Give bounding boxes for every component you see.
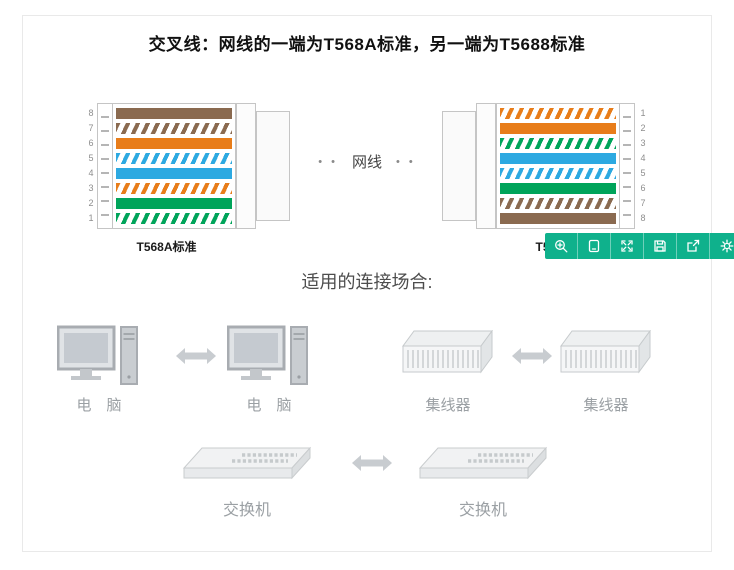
settings-button[interactable] [710,233,734,259]
preview-icon [588,239,600,253]
standard-label-t568a: T568A标准 [136,240,197,254]
contact-tick [623,158,631,160]
switch-icon [418,446,548,480]
section-heading: 适用的连接场合: [301,272,433,292]
wire-white-green [116,213,232,224]
contact-tick [623,116,631,118]
contact-tick [623,200,631,202]
wire-white-blue [500,168,616,179]
rj45-body-left [97,103,236,229]
contact-tick [623,130,631,132]
wire-white-brown [500,198,616,209]
contact-tick [101,186,109,188]
contact-tick [101,158,109,160]
wire-white-blue [116,153,232,164]
wire-white-orange [116,183,232,194]
image-toolbar [545,233,734,259]
pin-number: 6 [88,138,94,148]
rj45-body-right [496,103,635,229]
wire-brown [116,108,232,119]
plug-boot-left [236,103,256,229]
contact-tick [623,144,631,146]
page-title: 交叉线：网线的一端为T568A标准，另一端为T5688标准 [148,35,586,54]
wire-white-green [500,138,616,149]
wire-white-brown [116,123,232,134]
cable-label: • • 网线 • • [292,151,442,172]
pin-number: 7 [640,198,646,208]
contact-tick [623,214,631,216]
label-switch-right: 交换机 [458,502,507,519]
double-arrow-icon [512,348,552,364]
share-icon [687,239,700,252]
switch-icon [182,446,312,480]
hub-icon [402,330,493,373]
contact-tick [623,172,631,174]
pin-number: 8 [640,213,646,223]
label-hub-right: 集线器 [583,397,629,414]
share-button[interactable] [677,233,710,259]
pin-number: 4 [640,153,646,163]
cable-dots-right: • • [396,155,416,168]
contact-tick [623,186,631,188]
wire-white-orange [500,108,616,119]
contact-tick [101,214,109,216]
contact-strip-right [619,104,634,228]
cable-text: 网线 [351,154,382,171]
settings-icon [720,239,733,253]
wires-t568a [113,104,235,228]
fullscreen-icon [621,240,633,252]
cable-dots-left: • • [318,155,338,168]
contact-strip-left [98,104,113,228]
pin-number: 5 [88,153,94,163]
preview-button[interactable] [578,233,611,259]
label-hub-left: 集线器 [425,397,471,414]
wire-orange [116,138,232,149]
save-button[interactable] [644,233,677,259]
save-icon [654,240,666,252]
pin-number: 3 [88,183,94,193]
wire-orange [500,123,616,134]
pin-number: 2 [88,198,94,208]
wire-green [500,183,616,194]
computer-icon [57,325,139,386]
wire-green [116,198,232,209]
pin-numbers-left: 8 7 6 5 4 3 2 1 [85,103,97,229]
hub-icon [560,330,651,373]
pin-number: 5 [640,168,646,178]
pin-number: 2 [640,123,646,133]
pin-number: 4 [88,168,94,178]
zoom-button[interactable] [545,233,578,259]
label-switch-left: 交换机 [222,502,271,519]
contact-tick [101,144,109,146]
plug-boot-right [476,103,496,229]
label-computer-right: 电 脑 [246,397,292,414]
wire-blue [116,168,232,179]
pin-number: 7 [88,123,94,133]
wire-brown [500,213,616,224]
contact-tick [101,200,109,202]
pin-numbers-right: 1 2 3 4 5 6 7 8 [637,103,649,229]
contact-tick [101,172,109,174]
double-arrow-icon [352,455,392,471]
computer-icon [227,325,309,386]
contact-tick [101,116,109,118]
wires-t568b [497,104,619,228]
contact-tick [101,130,109,132]
pin-number: 3 [640,138,646,148]
wire-blue [500,153,616,164]
label-computer-left: 电 脑 [76,397,122,414]
content-frame-border [22,15,712,552]
pin-number: 8 [88,108,94,118]
plug-tail-left [256,111,290,221]
plug-tail-right [442,111,476,221]
pin-number: 1 [88,213,94,223]
fullscreen-button[interactable] [611,233,644,259]
pin-number: 1 [640,108,646,118]
double-arrow-icon [176,348,216,364]
pin-number: 6 [640,183,646,193]
zoom-icon [555,240,568,253]
